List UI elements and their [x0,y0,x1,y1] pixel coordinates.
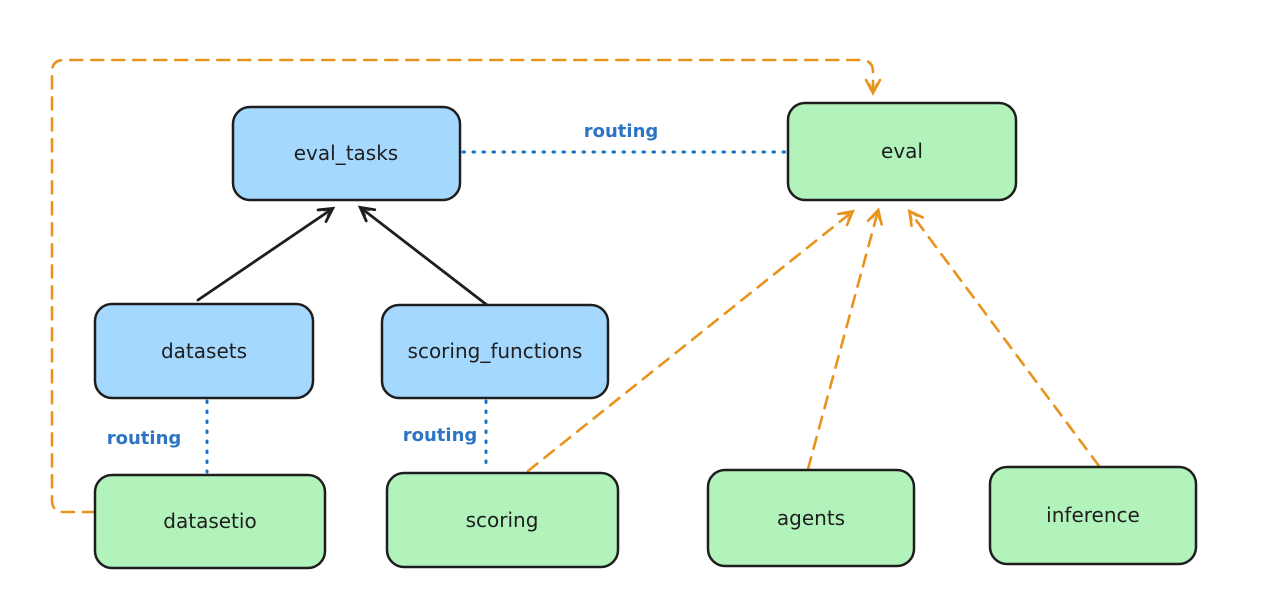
node-eval_tasks-label: eval_tasks [294,141,398,165]
node-agents-label: agents [777,506,845,530]
routing-label-scoring_functions-scoring: routing [403,425,478,446]
node-scoring_functions: scoring_functions [380,303,610,400]
node-inference-box [988,465,1198,566]
node-eval: eval [786,101,1018,202]
node-scoring_functions-label: scoring_functions [408,339,583,363]
node-scoring-box [385,471,620,569]
node-agents-box [706,468,916,568]
node-eval-label: eval [881,139,923,163]
node-datasets-box [93,302,315,400]
routing-label-eval_tasks-eval: routing [584,121,659,142]
node-inference-label: inference [1046,503,1140,527]
node-agents: agents [706,468,916,568]
node-datasetio-box [93,473,327,570]
edge-datasets-to-eval_tasks [196,206,336,302]
node-eval_tasks: eval_tasks [231,105,462,202]
node-datasetio: datasetio [93,473,327,570]
edge-agents-to-eval [806,207,883,471]
node-datasets-label: datasets [161,339,247,363]
routing-label-datasets-datasetio: routing [107,428,182,449]
node-datasets: datasets [93,302,315,400]
node-scoring_functions-box [380,303,610,400]
edge-scoring_functions-to-eval_tasks [357,205,489,307]
node-scoring-label: scoring [466,508,539,532]
node-eval_tasks-box [231,105,462,202]
node-inference: inference [988,465,1198,566]
node-scoring: scoring [385,471,620,569]
edge-inference-to-eval [907,208,1101,468]
node-datasetio-label: datasetio [163,509,256,533]
edge-datasetio-to-eval [50,58,882,514]
edge-scoring-to-eval [526,209,855,473]
node-eval-box [786,101,1018,202]
